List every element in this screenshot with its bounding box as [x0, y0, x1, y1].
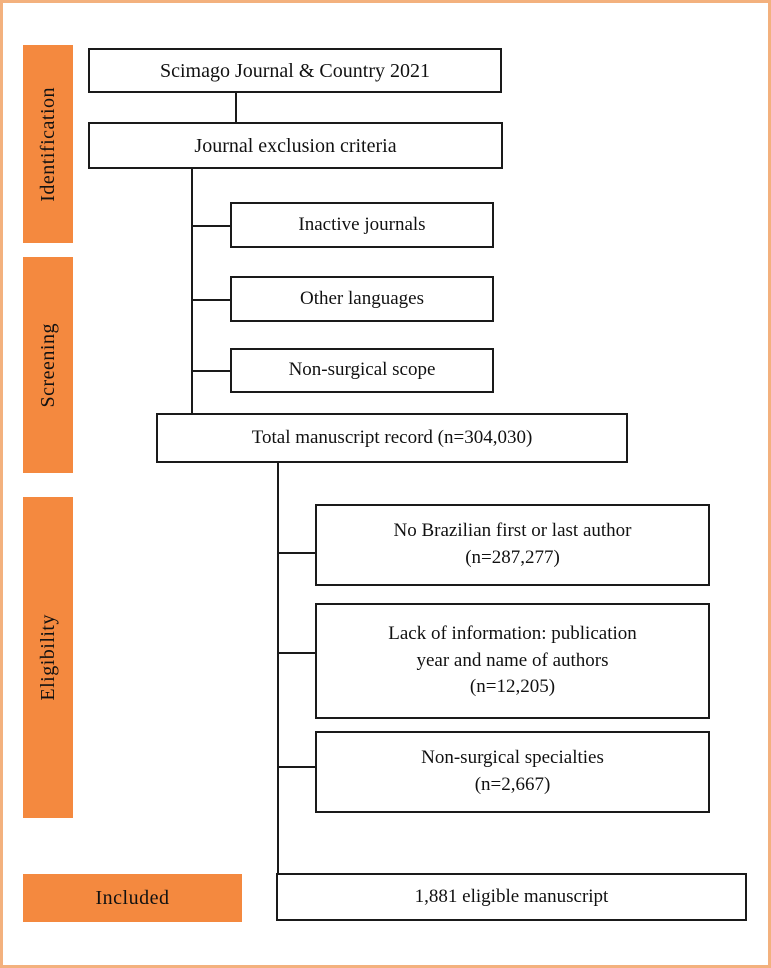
connector-stub-inactive-journals	[191, 225, 232, 227]
stage-label-included: Included	[95, 886, 170, 909]
box-other-languages: Other languages	[230, 276, 494, 322]
stage-label-screening: Screening	[36, 322, 59, 408]
box-scimago-source: Scimago Journal & Country 2021	[88, 48, 502, 93]
connector-trunk-eligibility	[277, 463, 279, 875]
box-eligible-manuscripts: 1,881 eligible manuscript	[276, 873, 747, 921]
stage-bar-identification: Identification	[23, 45, 73, 243]
box-inactive-journals: Inactive journals	[230, 202, 494, 248]
connector-stub-no-brazilian-author	[277, 552, 317, 554]
box-lack-of-information: Lack of information: publication year an…	[315, 603, 710, 719]
connector-stub-non-surgical-specialties	[277, 766, 317, 768]
stage-label-identification: Identification	[36, 86, 59, 202]
stage-bar-included: Included	[23, 874, 242, 922]
connector-stub-non-surgical-scope	[191, 370, 232, 372]
stage-bar-eligibility: Eligibility	[23, 497, 73, 818]
stage-bar-screening: Screening	[23, 257, 73, 473]
box-total-manuscript-record: Total manuscript record (n=304,030)	[156, 413, 628, 463]
stage-label-eligibility: Eligibility	[36, 614, 59, 701]
box-non-surgical-specialties: Non-surgical specialties (n=2,667)	[315, 731, 710, 813]
box-non-surgical-scope: Non-surgical scope	[230, 348, 494, 393]
connector-stub-lack-of-information	[277, 652, 317, 654]
connector-source-to-exclusion	[235, 93, 237, 122]
connector-stub-other-languages	[191, 299, 232, 301]
box-journal-exclusion-criteria: Journal exclusion criteria	[88, 122, 503, 169]
connector-trunk-screening	[191, 169, 193, 415]
box-no-brazilian-author: No Brazilian first or last author (n=287…	[315, 504, 710, 586]
